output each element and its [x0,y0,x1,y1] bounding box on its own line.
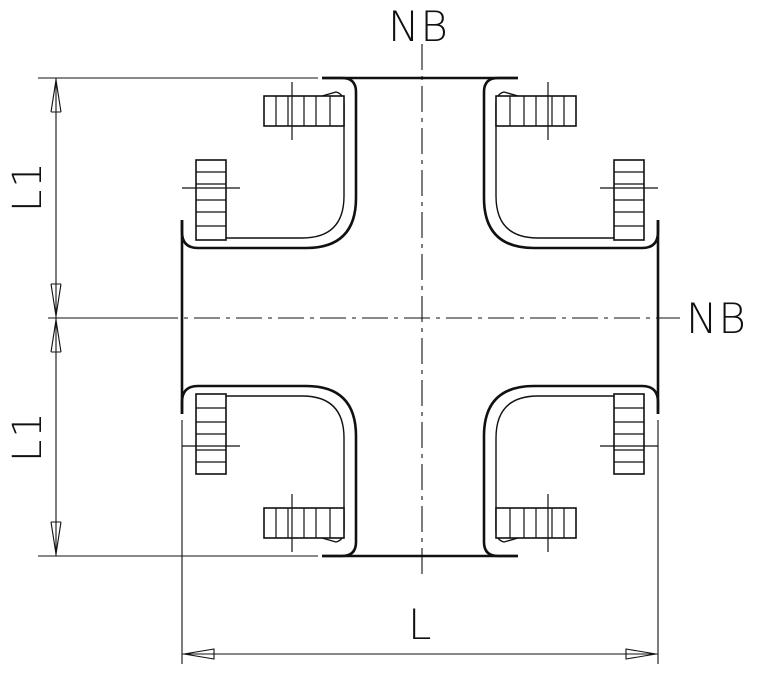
label-nb-right: NB [686,294,747,343]
label-nb-top: NB [388,2,449,51]
flange-detail-bottom-right-v [599,393,659,475]
pipe-body [180,76,660,558]
dimension-l1 [38,77,318,557]
flange-detail-bottom-left-v [181,393,241,475]
flange-detail-bottom-left-h [263,493,345,553]
label-l: L [408,600,432,649]
flange-detail-top-left-h [263,81,345,141]
label-l1-upper: L1 [5,160,51,212]
flange-detail-top-right-v [599,159,659,241]
label-l1-lower: L1 [5,410,51,462]
flange-detail-bottom-right-h [495,493,577,553]
flange-detail-top-left-v [181,159,241,241]
flange-detail-top-right-h [495,81,577,141]
dimension-l [181,420,659,664]
